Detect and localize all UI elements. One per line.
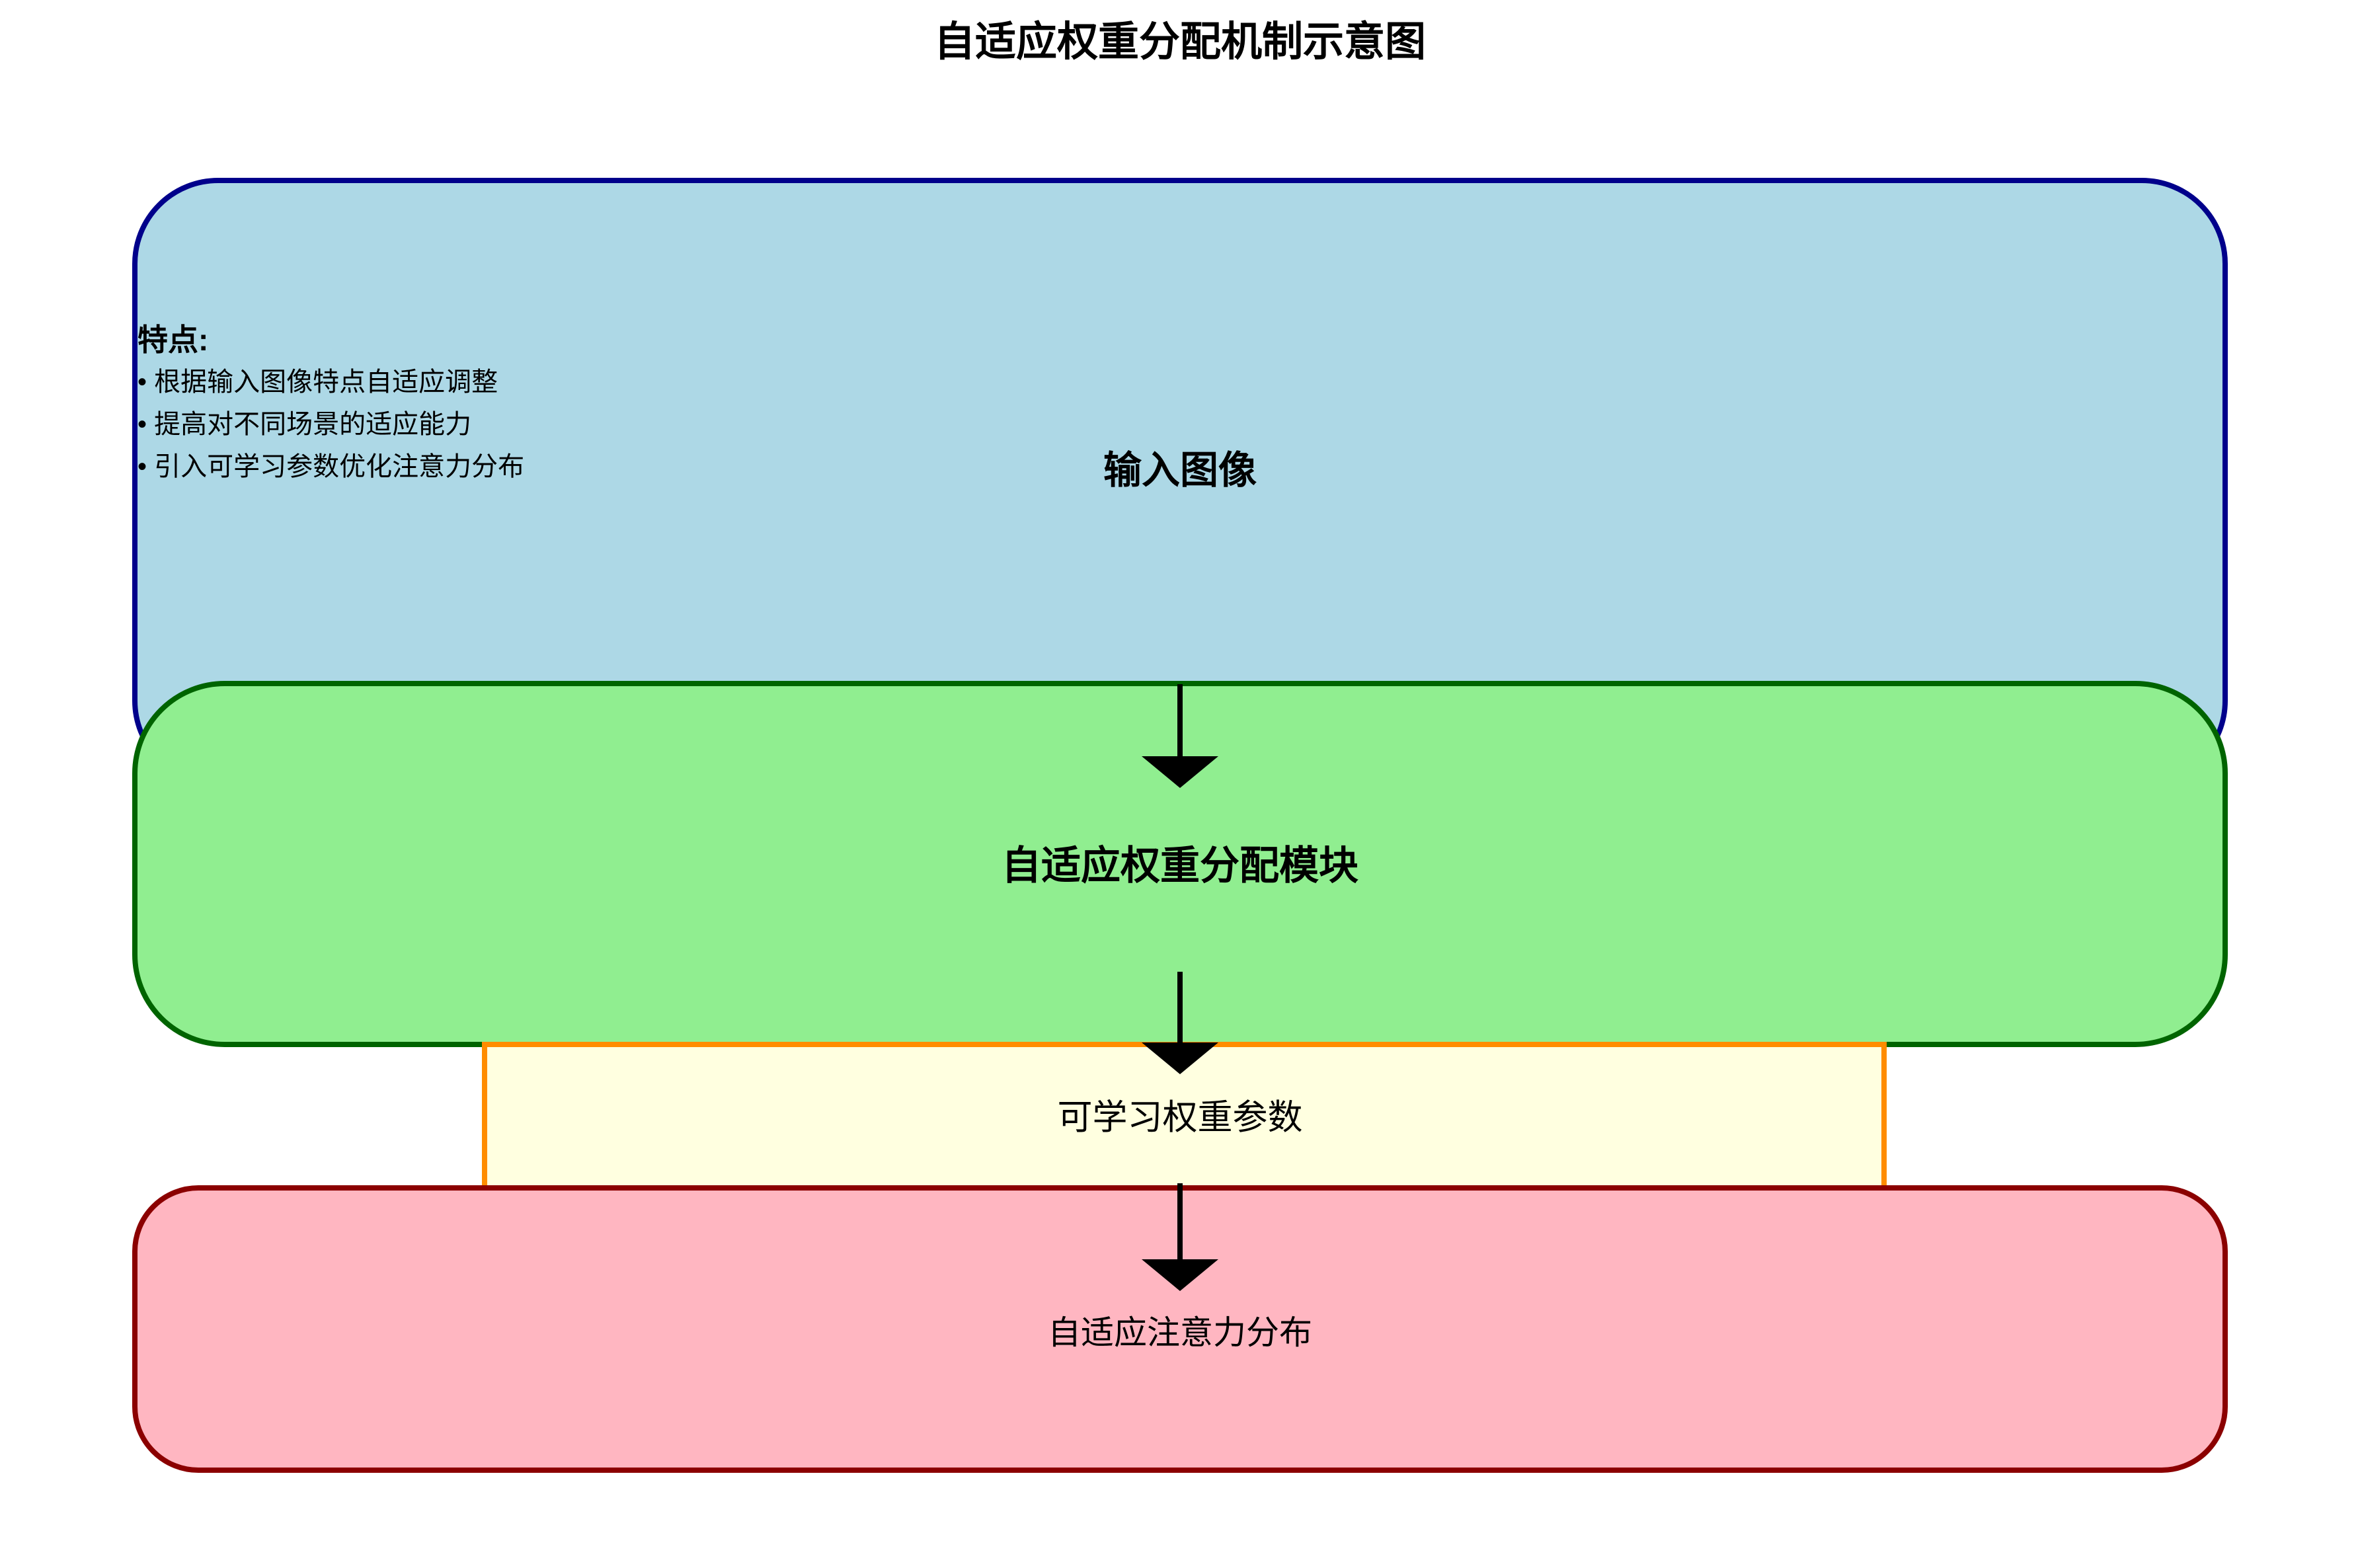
arrow-shaft [1177, 1183, 1183, 1259]
features-heading: 特点: [138, 323, 209, 357]
arrow-down-icon [1142, 756, 1218, 788]
input-image-label: 输入图像 [1103, 449, 1257, 492]
feature-item: • 提高对不同场景的适应能力 [138, 410, 472, 439]
learnable-params-label: 可学习权重参数 [1057, 1098, 1303, 1137]
feature-item: • 根据输入图像特点自适应调整 [138, 368, 498, 397]
attention-output-label: 自适应注意力分布 [1048, 1314, 1312, 1351]
arrow-shaft [1177, 972, 1183, 1042]
arrow-down-icon [1142, 1042, 1218, 1074]
features-annotation: 特点: • 根据输入图像特点自适应调整 • 提高对不同场景的适应能力 • 引入可… [138, 321, 524, 488]
feature-item: • 引入可学习参数优化注意力分布 [138, 452, 525, 481]
arrow-shaft [1177, 684, 1183, 756]
weight-module-label: 自适应权重分配模块 [1002, 843, 1358, 888]
arrow-down-icon [1142, 1259, 1218, 1291]
diagram-title: 自适应权重分配机制示意图 [933, 19, 1426, 65]
